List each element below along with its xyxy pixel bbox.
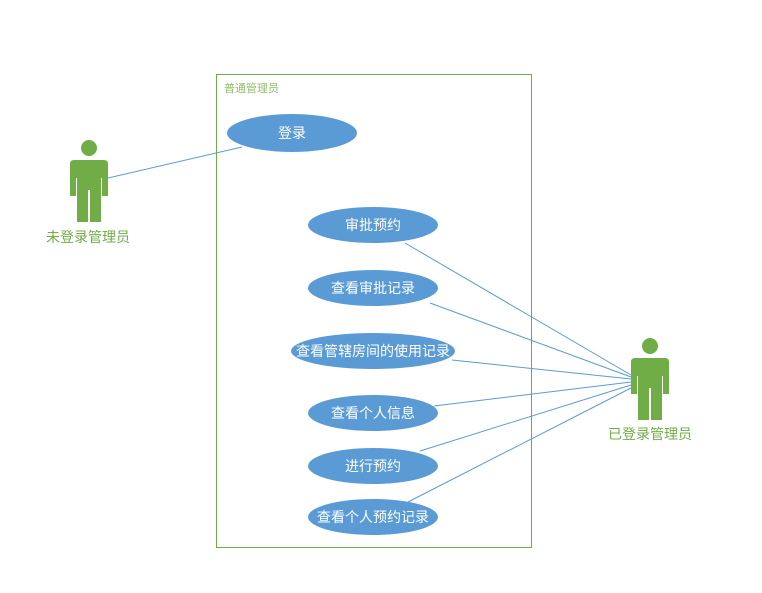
associations	[107, 146, 632, 503]
actor-label: 未登录管理员	[46, 230, 130, 246]
association-line	[407, 387, 632, 503]
use-case-approve[interactable]: 审批预约	[308, 207, 438, 243]
association-line	[429, 302, 632, 378]
association-line	[107, 146, 243, 179]
svg-text:查看个人预约记录: 查看个人预约记录	[317, 510, 429, 526]
association-line	[419, 384, 632, 452]
actor-head-icon	[81, 140, 97, 156]
use-case-my-reservations[interactable]: 查看个人预约记录	[308, 499, 438, 535]
actor-body-icon	[631, 358, 669, 420]
actor-guest[interactable]: 未登录管理员	[46, 140, 130, 246]
use-case-room-usage[interactable]: 查看管辖房间的使用记录	[291, 333, 455, 369]
svg-text:查看管辖房间的使用记录: 查看管辖房间的使用记录	[296, 343, 450, 360]
system-boundary	[216, 74, 532, 548]
actor-label: 已登录管理员	[608, 427, 692, 443]
association-line	[451, 359, 632, 380]
actor-admin[interactable]: 已登录管理员	[608, 338, 692, 443]
use-case-approval-log[interactable]: 查看审批记录	[308, 270, 438, 306]
association-line	[404, 242, 632, 376]
use-case-reserve[interactable]: 进行预约	[308, 448, 438, 484]
svg-text:查看审批记录: 查看审批记录	[331, 281, 415, 297]
actor-head-icon	[642, 338, 658, 354]
association-line	[433, 381, 632, 407]
svg-text:审批预约: 审批预约	[345, 218, 401, 234]
use-case-login[interactable]: 登录	[227, 114, 357, 152]
svg-text:进行预约: 进行预约	[345, 459, 401, 475]
actor-body-icon	[70, 160, 108, 222]
use-case-profile[interactable]: 查看个人信息	[308, 395, 438, 431]
system-title: 普通管理员	[224, 81, 279, 95]
svg-text:登录: 登录	[278, 126, 306, 142]
svg-text:查看个人信息: 查看个人信息	[331, 405, 415, 422]
